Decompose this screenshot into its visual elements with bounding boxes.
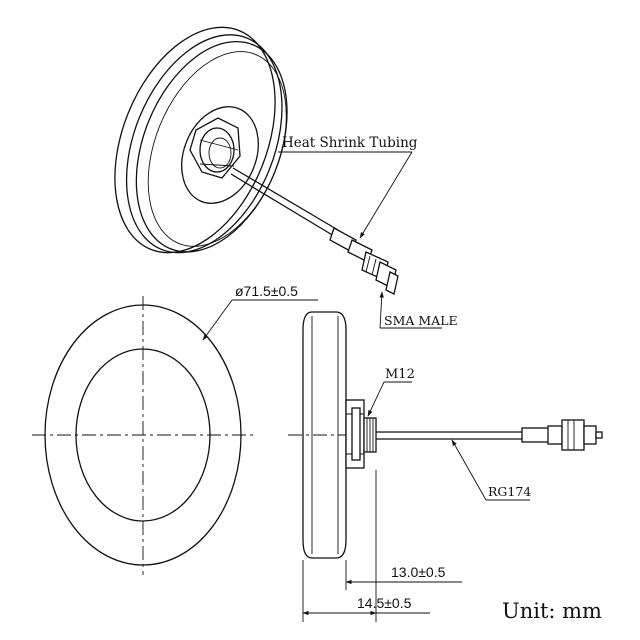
cable-iso bbox=[230, 167, 373, 263]
label-diameter: ø71.5±0.5 bbox=[235, 283, 298, 299]
leader-rg174 bbox=[451, 439, 487, 501]
puck-body-iso bbox=[114, 26, 288, 254]
sma-connector-iso bbox=[361, 251, 399, 295]
label-heat-shrink: Heat Shrink Tubing bbox=[282, 135, 418, 151]
mount-nut-side bbox=[345, 399, 377, 469]
isometric-view: Heat Shrink Tubing SMA MALE bbox=[114, 26, 458, 329]
leader-diameter bbox=[202, 299, 233, 341]
puck-profile-side bbox=[302, 311, 347, 559]
mount-nut-iso bbox=[181, 106, 259, 204]
front-view: ø71.5±0.5 bbox=[32, 283, 318, 575]
leader-heat-shrink bbox=[359, 151, 413, 239]
leader-m12 bbox=[367, 381, 385, 417]
label-m12: M12 bbox=[385, 367, 415, 382]
label-sma-male: SMA MALE bbox=[384, 313, 458, 328]
unit-label: Unit: mm bbox=[502, 599, 602, 623]
label-rg174: RG174 bbox=[488, 484, 531, 499]
cable-side bbox=[376, 425, 563, 445]
label-dim-14-5: 14.5±0.5 bbox=[357, 595, 412, 611]
leader-sma bbox=[379, 291, 384, 329]
side-view: M12 RG174 13.0±0.5 14.5±0.5 bbox=[288, 311, 603, 622]
label-dim-13: 13.0±0.5 bbox=[391, 564, 446, 580]
sma-connector-side bbox=[561, 419, 603, 451]
